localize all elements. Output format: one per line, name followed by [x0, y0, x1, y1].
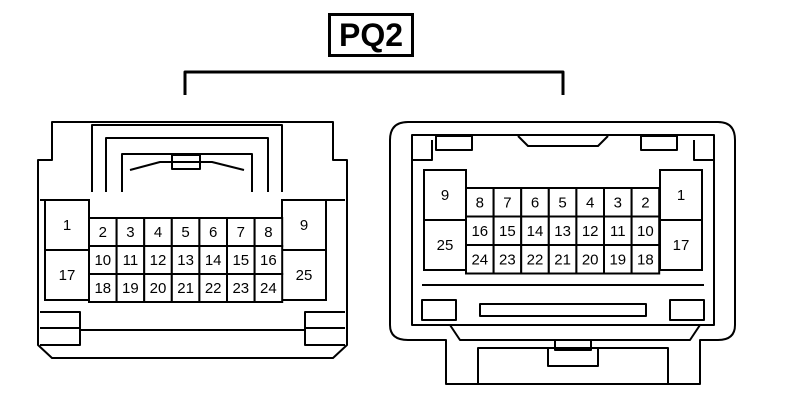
left-pin-10-label: 10	[94, 252, 111, 269]
right-pin-5-label: 5	[558, 194, 566, 211]
right-pin-18-label: 18	[637, 251, 654, 268]
right-pin-23-cavity	[492, 244, 523, 275]
right-pin-22-label: 22	[527, 251, 544, 268]
right-pin-1-label: 1	[677, 187, 685, 204]
right-pin-7-cavity	[492, 187, 523, 218]
left-pin-15-label: 15	[232, 252, 249, 269]
left-pin-7-label: 7	[237, 224, 245, 241]
right-pin-18-cavity	[630, 244, 661, 275]
right-pin-9-label: 9	[441, 187, 449, 204]
left-pin-23-label: 23	[232, 280, 249, 297]
left-pin-8-label: 8	[264, 224, 272, 241]
left-pin-5-cavity	[170, 217, 201, 247]
left-pin-13-cavity	[170, 245, 201, 275]
right-pin-11-label: 11	[610, 223, 626, 240]
right-pin-22-cavity	[520, 244, 550, 275]
left-pin-20-label: 20	[150, 280, 167, 297]
left-pin-4-cavity	[143, 217, 173, 247]
left-pin-16-cavity	[253, 245, 284, 275]
left-pin-5-label: 5	[181, 224, 189, 241]
left-pin-25-cavity	[281, 249, 327, 301]
right-pin-20-cavity	[575, 244, 606, 275]
right-pin-17-label: 17	[673, 237, 690, 254]
right-pin-15-label: 15	[499, 223, 516, 240]
left-pin-23-cavity	[226, 273, 256, 303]
right-pin-3-cavity	[603, 187, 633, 218]
left-pin-6-label: 6	[209, 224, 217, 241]
right-pin-12-label: 12	[582, 223, 599, 240]
right-pin-2-cavity	[630, 187, 661, 218]
left-pin-18-label: 18	[94, 280, 111, 297]
right-pin-11-cavity	[603, 215, 633, 246]
right-pin-16-label: 16	[471, 223, 488, 240]
left-connector-housing	[37, 121, 348, 359]
connector-name: PQ2	[338, 17, 404, 53]
left-pin-13-label: 13	[177, 252, 194, 269]
left-pin-21-cavity	[170, 273, 201, 303]
right-pin-23-label: 23	[499, 251, 516, 268]
right-pin-3-label: 3	[614, 194, 622, 211]
right-pin-4-label: 4	[586, 194, 594, 211]
right-pin-20-label: 20	[582, 251, 599, 268]
left-pin-22-label: 22	[205, 280, 222, 297]
left-pin-2-cavity	[88, 217, 118, 247]
right-pin-24-label: 24	[471, 251, 488, 268]
left-pin-2-label: 2	[99, 224, 107, 241]
left-pin-4-label: 4	[154, 224, 162, 241]
left-pin-11-label: 11	[123, 252, 139, 269]
right-pin-6-label: 6	[531, 194, 539, 211]
right-connector-housing	[389, 121, 736, 385]
connector-title-box: PQ2	[328, 13, 414, 57]
left-pin-24-label: 24	[260, 280, 277, 297]
right-connector-pins: 9 25 1 17 8 7 6 5 4 3 2 16 15 14 13 12 11 10 24 23 22 21 20 19 1…	[423, 169, 703, 275]
left-pin-16-label: 16	[260, 252, 277, 269]
left-pin-21-label: 21	[177, 280, 194, 297]
left-pin-1-label: 1	[63, 217, 71, 234]
right-pin-1-cavity	[659, 169, 703, 221]
left-pin-9-label: 9	[300, 217, 308, 234]
right-pin-13-label: 13	[554, 223, 571, 240]
left-pin-19-label: 19	[122, 280, 139, 297]
right-pin-8-label: 8	[476, 194, 484, 211]
right-pin-7-label: 7	[503, 194, 511, 211]
left-pin-12-label: 12	[150, 252, 167, 269]
left-pin-25-label: 25	[296, 267, 313, 284]
right-pin-19-label: 19	[609, 251, 626, 268]
right-pin-13-cavity	[547, 215, 578, 246]
left-pin-14-label: 14	[205, 252, 222, 269]
right-pin-10-cavity	[630, 215, 661, 246]
left-pin-3-label: 3	[126, 224, 134, 241]
right-pin-21-label: 21	[554, 251, 571, 268]
left-pin-17-label: 17	[59, 267, 76, 284]
right-pin-14-label: 14	[527, 223, 544, 240]
right-pin-19-cavity	[603, 244, 633, 275]
right-pin-25-label: 25	[437, 237, 454, 254]
left-pin-17-cavity	[44, 249, 90, 301]
bracket-line	[183, 70, 565, 95]
left-pin-24-cavity	[253, 273, 284, 303]
right-pin-2-label: 2	[641, 194, 649, 211]
right-pin-25-cavity	[423, 219, 467, 271]
right-pin-10-label: 10	[637, 223, 654, 240]
